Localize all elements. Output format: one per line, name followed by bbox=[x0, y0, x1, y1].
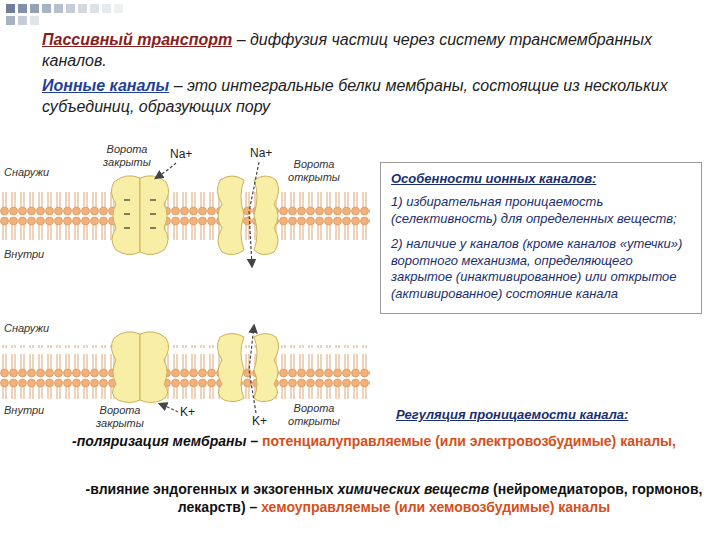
channel-type: потенциалуправляемые (или электровозбуди… bbox=[262, 433, 676, 449]
illustration-label: Ворота закрыты bbox=[92, 404, 148, 429]
channel-subunit bbox=[217, 176, 244, 255]
illustration-label: Внутри bbox=[4, 404, 44, 417]
ion-label: K+ bbox=[252, 415, 267, 429]
feature-item: 1) избирательная проницаемость (селектив… bbox=[391, 194, 691, 228]
box-heading: Особенности ионных каналов: bbox=[391, 171, 691, 188]
ion-label: K+ bbox=[180, 406, 195, 420]
feature-item: 2) наличие у каналов (кроме каналов «уте… bbox=[391, 236, 691, 304]
emphasis-term: Пассивный транспорт bbox=[42, 31, 232, 48]
regulation-text: -поляризация мембраны – bbox=[72, 433, 258, 449]
text-paragraph: Ионные каналы – это интегральные белки м… bbox=[42, 76, 682, 118]
illustration-label: Ворота открыты bbox=[284, 158, 344, 183]
channel-subunit bbox=[140, 332, 169, 403]
text-paragraph: Пассивный транспорт – диффузия частиц че… bbox=[42, 30, 682, 72]
section-heading: Регуляция проницаемости канала: bbox=[396, 407, 628, 422]
regulation-text: -влияние эндогенных и экзогенных bbox=[86, 481, 334, 497]
illustration-label: Ворота закрыты bbox=[98, 143, 156, 168]
ion-flow-arrow bbox=[249, 326, 256, 413]
illustration-label: Внутри bbox=[4, 248, 44, 261]
ion-label: Na+ bbox=[170, 148, 192, 162]
ion-label: Na+ bbox=[250, 147, 272, 161]
ion-flow-arrow bbox=[249, 162, 259, 266]
blocked-ion-arrow bbox=[156, 163, 176, 178]
header-squares bbox=[6, 4, 123, 25]
channel-subunit bbox=[254, 334, 279, 402]
membrane-k bbox=[0, 326, 370, 413]
channel-type: хемоуправляемые (или хемовозбудимые) кан… bbox=[261, 499, 610, 515]
channel-subunit bbox=[111, 332, 140, 403]
illustration-label: Снаружи bbox=[4, 166, 49, 179]
charge-signs bbox=[124, 200, 156, 228]
channel-subunit bbox=[140, 176, 169, 255]
illustration-label: Ворота открыты bbox=[284, 402, 344, 427]
lipid-bilayer bbox=[0, 188, 370, 242]
channel-subunit bbox=[254, 176, 279, 255]
text-paragraph: -поляризация мембраны – потенциалуправля… bbox=[40, 432, 708, 450]
channel-subunit bbox=[111, 176, 140, 255]
illustration-label: Снаружи bbox=[4, 322, 49, 335]
text-paragraph: -влияние эндогенных и экзогенных химичес… bbox=[80, 480, 708, 516]
lipid-bilayer bbox=[0, 345, 370, 399]
blocked-ion-arrow bbox=[160, 404, 178, 412]
regulation-text: химических веществ bbox=[337, 481, 489, 497]
channel-subunit bbox=[217, 334, 244, 402]
feature-box: Особенности ионных каналов: 1) избиратель… bbox=[380, 162, 702, 314]
text-paragraph: Регуляция проницаемости канала: bbox=[396, 407, 706, 424]
emphasis-term: Ионные каналы bbox=[42, 77, 169, 94]
